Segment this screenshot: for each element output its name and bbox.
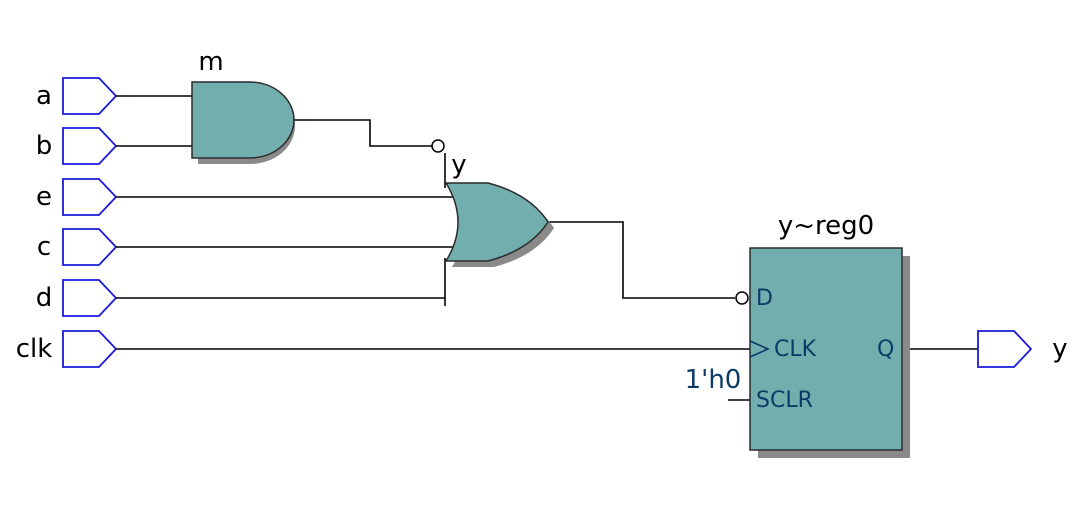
pin-sclr-label: SCLR bbox=[756, 388, 813, 413]
d-inverter-bubble bbox=[735, 291, 749, 305]
output-label-y: y bbox=[1052, 334, 1067, 364]
pin-clk-label: CLK bbox=[774, 337, 817, 362]
inverter-bubble bbox=[431, 139, 445, 153]
input-label-a: a bbox=[36, 81, 52, 111]
pin-q-label: Q bbox=[877, 337, 894, 362]
output-port-y-shape bbox=[977, 330, 1033, 368]
output-port-y[interactable]: y bbox=[977, 330, 1068, 368]
register-body bbox=[749, 247, 903, 451]
and-gate-label: m bbox=[198, 47, 223, 77]
input-port-e[interactable]: e bbox=[36, 178, 118, 216]
input-port-a-shape bbox=[62, 77, 118, 115]
sclr-constant: 1'h0 bbox=[685, 365, 742, 395]
register-label: y~reg0 bbox=[778, 211, 874, 241]
input-port-d-shape bbox=[62, 279, 118, 317]
wire-m-to-or[interactable] bbox=[294, 119, 432, 147]
input-label-clk: clk bbox=[16, 334, 53, 364]
input-port-b-shape bbox=[62, 127, 118, 165]
input-port-c-shape bbox=[62, 228, 118, 266]
input-label-e: e bbox=[36, 182, 52, 212]
input-port-b[interactable]: b bbox=[36, 127, 118, 165]
input-port-d[interactable]: d bbox=[36, 279, 118, 317]
input-port-clk-shape bbox=[62, 330, 118, 368]
input-label-c: c bbox=[37, 232, 51, 262]
input-label-d: d bbox=[36, 283, 53, 313]
input-port-clk[interactable]: clk bbox=[16, 330, 118, 368]
pin-d-label: D bbox=[756, 286, 773, 311]
input-port-e-shape bbox=[62, 178, 118, 216]
wire-or-to-d[interactable] bbox=[548, 221, 735, 299]
input-label-b: b bbox=[36, 131, 53, 161]
and-gate-m[interactable]: m bbox=[191, 47, 295, 164]
clock-triangle-icon bbox=[749, 340, 770, 358]
input-port-a[interactable]: a bbox=[36, 77, 118, 115]
or-gate-y[interactable]: y bbox=[431, 139, 554, 267]
or-gate-label: y bbox=[451, 150, 466, 180]
and-gate-body bbox=[191, 81, 295, 159]
register-y-reg0[interactable]: y~reg0 D CLK SCLR Q bbox=[735, 211, 910, 458]
or-gate-body bbox=[444, 182, 549, 262]
input-port-c[interactable]: c bbox=[37, 228, 118, 266]
